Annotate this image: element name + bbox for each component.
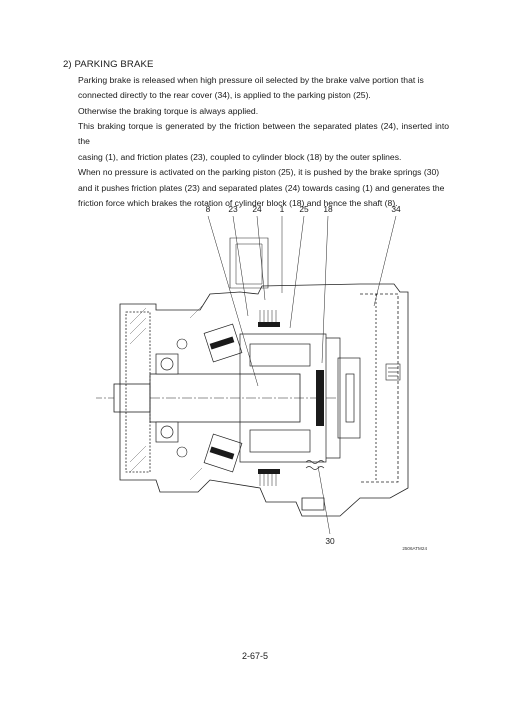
paragraph-line: Otherwise the braking torque is always a…	[78, 105, 259, 116]
callout-18: 18	[323, 204, 333, 214]
paragraph-line: Parking brake is released when high pres…	[78, 75, 424, 85]
cross-section-drawing: 8 23 24 1 25 18 34 30	[96, 204, 409, 546]
paragraph-line: and it pushes friction plates (23) and s…	[78, 182, 445, 193]
section-hatching	[129, 305, 203, 481]
callout-8: 8	[206, 204, 211, 214]
callout-23: 23	[228, 204, 238, 214]
motor-cross-section-figure: 8 23 24 1 25 18 34 30	[90, 198, 430, 560]
paragraph-line: casing (1), and friction plates (23), co…	[78, 151, 402, 162]
paragraph-line: When no pressure is activated on the par…	[78, 167, 440, 178]
springs-and-fittings	[176, 338, 401, 470]
paragraph-line: friction force which brakes the rotation…	[78, 198, 398, 209]
page-number: 2-67-5	[241, 651, 268, 661]
callout-30: 30	[325, 536, 335, 546]
plate-stack-hatching	[259, 310, 277, 486]
bearings	[155, 353, 361, 443]
cylinder-block	[203, 323, 341, 473]
shaft	[96, 373, 340, 423]
callout-24: 24	[252, 204, 262, 214]
figure-id: 2506ATM24	[402, 546, 427, 551]
paragraph-line: connected directly to the rear cover (34…	[78, 90, 371, 101]
callout-34: 34	[391, 204, 401, 214]
callout-1: 1	[280, 204, 285, 214]
paragraph-parking-brake-release: Parking brake is released when high pres…	[78, 73, 449, 119]
leader-lines	[207, 215, 397, 535]
section-heading: 2) PARKING BRAKE	[63, 59, 154, 70]
brake-plates	[209, 322, 324, 474]
callout-25: 25	[299, 204, 309, 214]
paragraph-line: This braking torque is generated by the …	[78, 121, 449, 147]
paragraph-braking-torque: This braking torque is generated by the …	[78, 119, 449, 211]
